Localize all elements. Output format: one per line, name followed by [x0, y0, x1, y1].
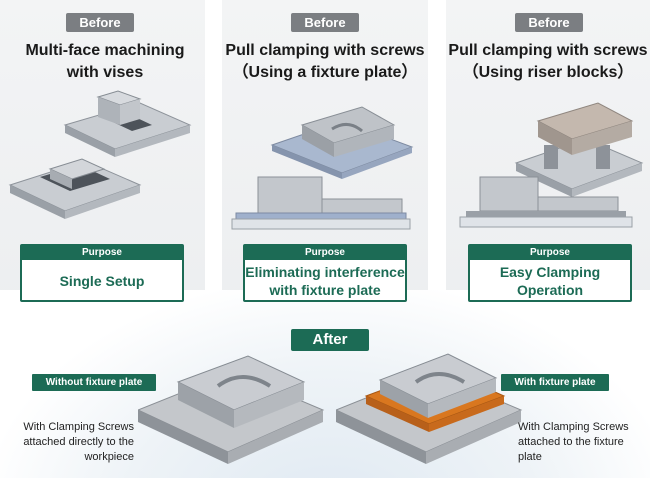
before-badge-1: Before — [66, 13, 134, 32]
riser-block-illustration — [459, 102, 644, 228]
purpose-box-3: Purpose Easy Clamping Operation — [468, 244, 632, 302]
purpose-text-2-line2: with fixture plate — [269, 282, 381, 298]
vise-machining-illustration — [8, 90, 192, 219]
after-badge: After — [291, 329, 369, 351]
purpose-text-3-line1: Easy Clamping — [499, 264, 601, 280]
column-title-3-line1: Pull clamping with screws — [448, 42, 648, 59]
left-note-line1: With Clamping Screws — [23, 421, 134, 433]
without-fixture-plate-tag: Without fixture plate — [32, 374, 156, 391]
fixture-plate-illustration — [231, 106, 414, 230]
after-with-plate-illustration — [336, 353, 523, 464]
column-title-2: Pull clamping with screws （Using a fixtu… — [220, 40, 430, 84]
after-without-plate-illustration — [138, 355, 325, 464]
column-title-1: Multi-face machining with vises — [0, 40, 210, 84]
with-fixture-plate-tag: With fixture plate — [501, 374, 609, 391]
column-title-1-line2: with vises — [66, 64, 144, 81]
purpose-text-2: Eliminating interference with fixture pl… — [245, 260, 405, 299]
purpose-box-1: Purpose Single Setup — [20, 244, 184, 302]
column-title-1-line1: Multi-face machining — [25, 42, 185, 59]
column-title-3: Pull clamping with screws （Using riser b… — [443, 40, 650, 84]
purpose-text-1-line1: Single Setup — [59, 273, 145, 289]
column-title-3-line2: （Using riser blocks） — [462, 64, 634, 81]
column-title-2-line2: （Using a fixture plate） — [232, 64, 418, 81]
purpose-text-3: Easy Clamping Operation — [470, 260, 630, 299]
left-note-line3: workpiece — [84, 451, 134, 463]
purpose-label-3: Purpose — [470, 246, 630, 260]
right-note-line1: With Clamping Screws — [518, 421, 629, 433]
left-note-line2: attached directly to the — [23, 436, 134, 448]
purpose-text-3-line2: Operation — [516, 282, 584, 298]
left-note: With Clamping Screws attached directly t… — [2, 420, 134, 465]
purpose-label-2: Purpose — [245, 246, 405, 260]
right-note-line2: attached to the fixture — [518, 436, 624, 448]
purpose-box-2: Purpose Eliminating interference with fi… — [243, 244, 407, 302]
before-badge-2: Before — [291, 13, 359, 32]
purpose-label-1: Purpose — [22, 246, 182, 260]
purpose-text-2-line1: Eliminating interference — [245, 264, 405, 280]
right-note: With Clamping Screws attached to the fix… — [518, 420, 648, 465]
right-note-line3: plate — [518, 451, 542, 463]
column-title-2-line1: Pull clamping with screws — [225, 42, 425, 59]
before-badge-3: Before — [515, 13, 583, 32]
purpose-text-1: Single Setup — [22, 260, 182, 290]
